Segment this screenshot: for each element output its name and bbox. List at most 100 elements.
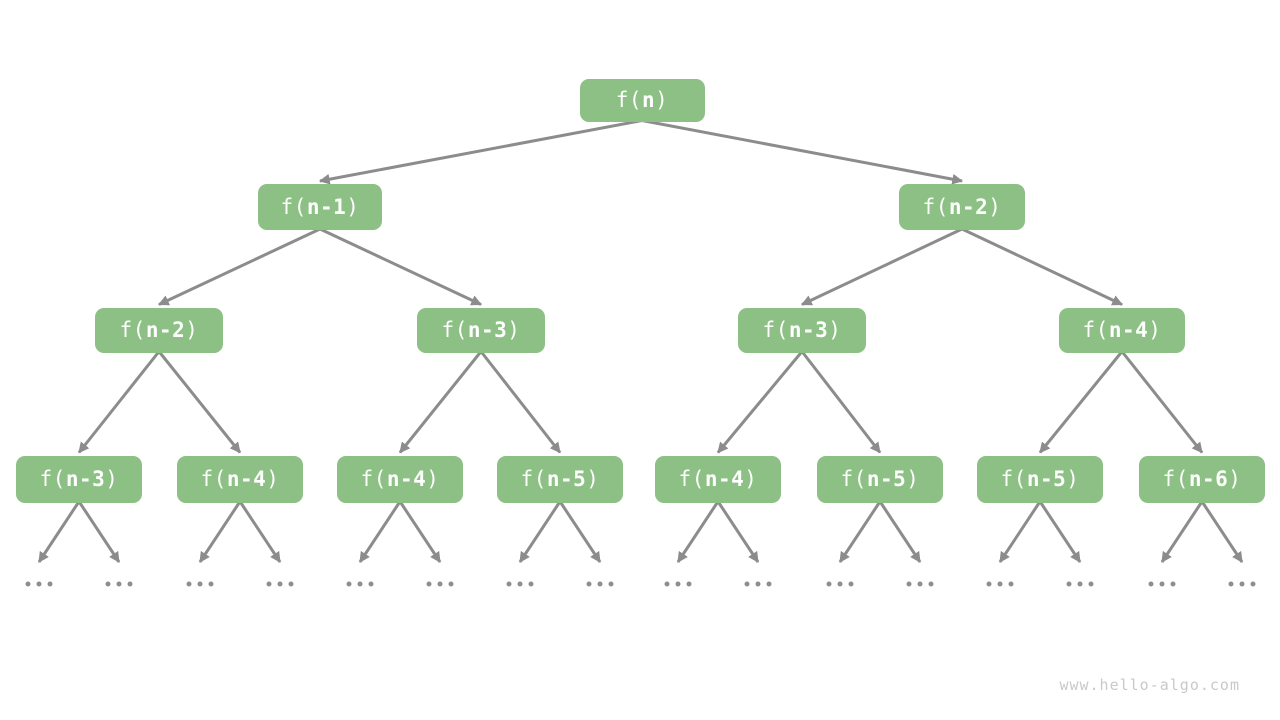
node-label-bold: n-5	[1026, 466, 1067, 491]
ellipsis-dot	[928, 581, 934, 587]
ellipsis-dot	[368, 581, 374, 587]
node-label-prefix: f(	[280, 194, 307, 219]
ellipsis-dot	[116, 581, 122, 587]
ellipsis-dot	[517, 581, 523, 587]
tree-node-f-n-2: f(n-2)	[899, 184, 1025, 230]
tree-edge	[1160, 500, 1204, 563]
tree-edge	[318, 119, 643, 185]
node-label-prefix: f(	[762, 317, 789, 342]
node-label-bold: n-4	[386, 466, 427, 491]
ellipsis-dot	[506, 581, 512, 587]
tree-node-f-n-5: f(n-5)	[977, 455, 1103, 503]
node-label-bold: n-3	[467, 317, 508, 342]
node-label-bold: n-1	[306, 194, 347, 219]
ellipsis-dot	[127, 581, 133, 587]
node-label-prefix: f(	[119, 317, 146, 342]
ellipsis-dot	[1228, 581, 1234, 587]
node-label-suffix: )	[906, 466, 920, 491]
tree-node-f-n: f(n)	[579, 78, 705, 122]
tree-edge	[518, 500, 562, 563]
node-label-prefix: f(	[922, 194, 949, 219]
tree-edge	[198, 500, 242, 563]
tree-edge	[158, 227, 321, 306]
node-label-suffix: )	[1066, 466, 1080, 491]
ellipsis-dot	[744, 581, 750, 587]
ellipsis-dot	[266, 581, 272, 587]
tree-edge	[358, 500, 402, 563]
tree-edge	[1120, 350, 1204, 454]
node-label-suffix: )	[655, 87, 669, 112]
ellipsis-dot	[686, 581, 692, 587]
ellipsis-dot	[755, 581, 761, 587]
ellipsis-dot	[1066, 581, 1072, 587]
ellipsis-leaf	[826, 581, 854, 587]
tree-node-f-n-3: f(n-3)	[417, 307, 545, 353]
node-label-suffix: )	[744, 466, 758, 491]
ellipsis-leaf	[346, 581, 374, 587]
ellipsis-dot	[426, 581, 432, 587]
node-label-suffix: )	[426, 466, 440, 491]
ellipsis-dot	[1077, 581, 1083, 587]
ellipsis-dot	[986, 581, 992, 587]
tree-edge	[398, 500, 442, 563]
tree-edge	[961, 227, 1123, 306]
ellipsis-dot	[837, 581, 843, 587]
ellipsis-dot	[437, 581, 443, 587]
tree-edge	[1038, 350, 1124, 454]
tree-edge	[37, 500, 81, 563]
tree-node-f-n-4: f(n-4)	[1059, 307, 1185, 353]
tree-edge	[838, 500, 882, 563]
tree-edge	[716, 350, 804, 454]
ellipsis-dot	[675, 581, 681, 587]
node-label-prefix: f(	[39, 466, 66, 491]
ellipsis-dot	[288, 581, 294, 587]
ellipsis-dot	[597, 581, 603, 587]
tree-edge	[479, 350, 562, 454]
node-label-bold: n	[641, 87, 656, 112]
tree-node-f-n-4: f(n-4)	[655, 455, 781, 503]
watermark: www.hello-algo.com	[1059, 676, 1240, 694]
ellipsis-leaf	[586, 581, 614, 587]
tree-edge	[77, 500, 121, 563]
tree-edge	[319, 227, 482, 306]
ellipsis-dot	[1088, 581, 1094, 587]
node-label-bold: n-2	[145, 317, 186, 342]
ellipsis-dot	[346, 581, 352, 587]
ellipsis-leaf	[1066, 581, 1094, 587]
ellipsis-leaf	[506, 581, 534, 587]
node-label-prefix: f(	[441, 317, 468, 342]
ellipsis-leaf	[906, 581, 934, 587]
tree-edge	[157, 350, 242, 454]
ellipsis-dot	[1159, 581, 1165, 587]
tree-node-f-n-5: f(n-5)	[817, 455, 943, 503]
tree-node-f-n-3: f(n-3)	[738, 307, 866, 353]
node-label-prefix: f(	[200, 466, 227, 491]
ellipsis-dot	[1239, 581, 1245, 587]
ellipsis-dot	[105, 581, 111, 587]
ellipsis-dot	[1008, 581, 1014, 587]
node-label-suffix: )	[507, 317, 521, 342]
node-label-bold: n-5	[546, 466, 587, 491]
tree-node-f-n-4: f(n-4)	[337, 455, 463, 503]
node-label-bold: n-2	[948, 194, 989, 219]
node-label-suffix: )	[266, 466, 280, 491]
tree-node-f-n-6: f(n-6)	[1139, 455, 1265, 503]
ellipsis-dot	[36, 581, 42, 587]
node-label-bold: n-3	[65, 466, 106, 491]
ellipsis-leaf	[186, 581, 214, 587]
tree-edge	[800, 350, 882, 454]
ellipsis-dot	[766, 581, 772, 587]
ellipsis-dot	[47, 581, 53, 587]
tree-edge	[77, 350, 161, 454]
ellipsis-dot	[197, 581, 203, 587]
node-label-prefix: f(	[1162, 466, 1189, 491]
ellipsis-leaf	[1228, 581, 1256, 587]
tree-node-f-n-1: f(n-1)	[258, 184, 382, 230]
ellipsis-dot	[208, 581, 214, 587]
tree-node-f-n-5: f(n-5)	[497, 455, 623, 503]
node-label-prefix: f(	[360, 466, 387, 491]
ellipsis-dot	[997, 581, 1003, 587]
ellipsis-dot	[277, 581, 283, 587]
ellipsis-dot	[826, 581, 832, 587]
tree-edge	[641, 119, 964, 185]
